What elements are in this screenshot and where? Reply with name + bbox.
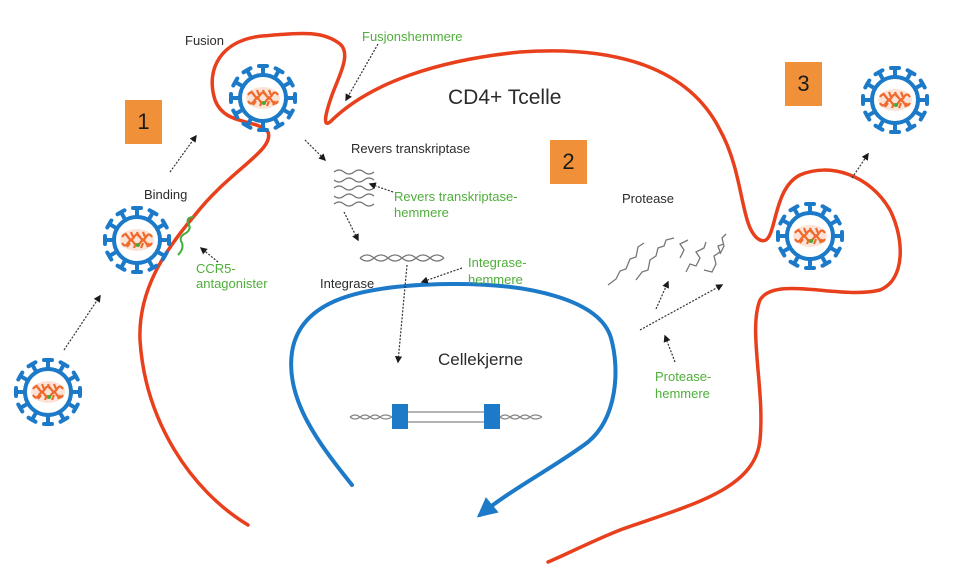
arrow-fusion-to-rt [304, 139, 327, 162]
ccr5-receptor-icon [177, 216, 195, 256]
arrow-integrase-inhibitor [420, 267, 463, 284]
label-integrase: Integrase [320, 276, 375, 291]
virus-released [861, 66, 929, 134]
label-protease-inhibitor-line1: Protease- [655, 369, 712, 384]
label-nucleus: Cellekjerne [438, 350, 524, 369]
label-protease: Protease [622, 191, 675, 206]
arrow-protease-2 [639, 284, 724, 331]
step-number: 2 [562, 149, 575, 174]
label-rt-inhibitor-line2: hemmere [394, 205, 449, 220]
step-badge-2: 2 [550, 140, 587, 184]
arrow-protease-1 [655, 280, 669, 310]
step-badge-3: 3 [785, 62, 822, 106]
arrow-rt-to-dna [343, 211, 359, 242]
label-fusion: Fusion [185, 33, 225, 48]
arrow-protease-inhibitor [663, 334, 676, 363]
cell-title: CD4+ Tcelle [448, 86, 562, 109]
rna-strands-icon [333, 169, 375, 207]
arrow-ccr5-antagonist [199, 247, 219, 263]
arrow-fusion-inhibitor [345, 43, 379, 102]
arrow-dna-to-nucleus [394, 264, 408, 364]
integrated-provirus-icon [349, 404, 543, 429]
dna-helix-icon [359, 254, 445, 262]
arrow-release [851, 152, 869, 179]
virus-free [14, 358, 82, 426]
label-integrase-inhibitor-line2: hemmere [468, 272, 523, 287]
step-number: 3 [797, 71, 810, 96]
step-number: 1 [137, 109, 150, 134]
virus-budding [776, 202, 844, 270]
label-rt-inhibitor-line1: Revers transkriptase- [394, 189, 518, 204]
label-reverse-transcriptase: Revers transkriptase [351, 141, 471, 156]
protease-fragments-icon [607, 233, 727, 286]
label-protease-inhibitor-line2: hemmere [655, 386, 710, 401]
step-badge-1: 1 [125, 100, 162, 144]
label-ccr5-antagonist-line1: CCR5- [196, 261, 236, 276]
label-binding: Binding [144, 187, 188, 202]
arrow-rt-inhibitor [368, 182, 394, 193]
label-fusion-inhibitor: Fusjonshemmere [362, 29, 463, 44]
arrow-approach [63, 294, 101, 351]
cell-membrane [138, 31, 902, 564]
nucleus-membrane [289, 281, 618, 518]
arrow-binding-to-fusion [169, 134, 197, 173]
label-ccr5-antagonist-line2: antagonister [196, 276, 268, 291]
label-integrase-inhibitor-line1: Integrase- [468, 255, 527, 270]
